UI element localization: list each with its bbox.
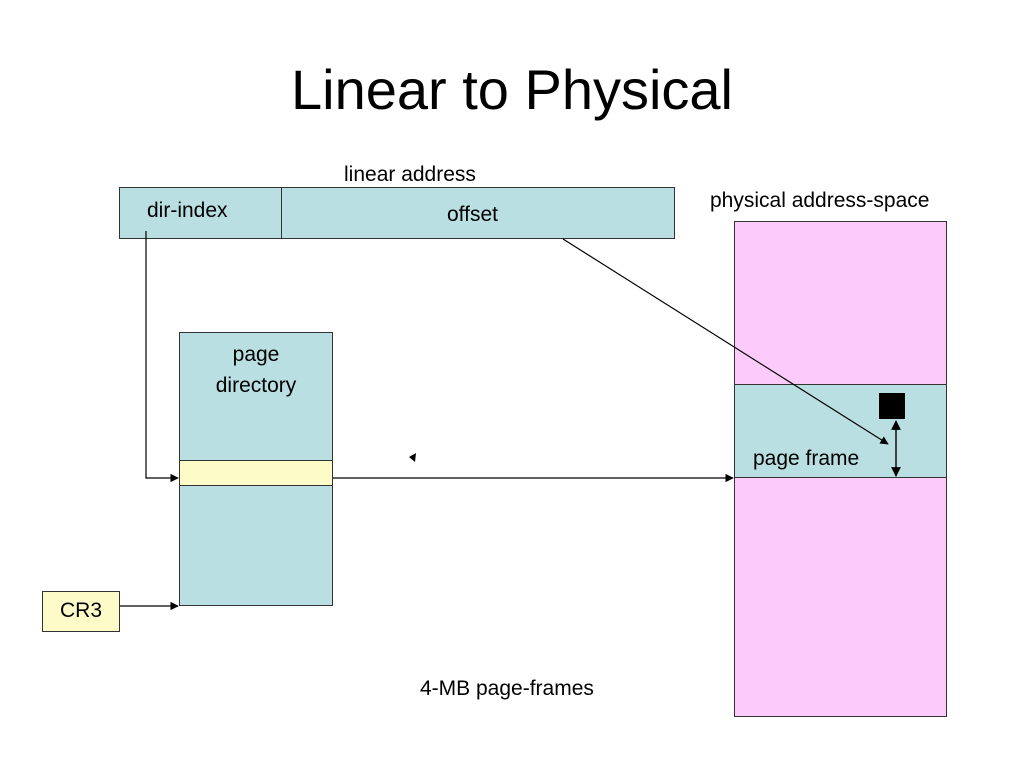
dir-index-field: dir-index (147, 199, 228, 222)
page-frame (734, 384, 947, 478)
slide-title: Linear to Physical (290, 58, 733, 121)
dir-index-arrow (145, 231, 179, 483)
offset-field: offset (447, 203, 498, 226)
footnote: 4-MB page-frames (420, 677, 594, 700)
page-directory-label-line2: directory (215, 374, 297, 397)
page-frame-label: page frame (753, 447, 860, 470)
linear-address-bar (119, 187, 675, 239)
stray-arrowhead-icon (409, 453, 416, 462)
dir-index-divider (281, 187, 282, 239)
page-directory-entry (179, 460, 333, 486)
cr3-label: CR3 (59, 599, 102, 622)
page-directory-label-line1: page (232, 343, 280, 366)
offset-arrow (562, 238, 889, 445)
target-byte-marker (879, 393, 905, 419)
physical-address-space-label: physical address-space (710, 189, 930, 212)
linear-address-label: linear address (344, 163, 476, 186)
cr3-register (42, 591, 120, 632)
